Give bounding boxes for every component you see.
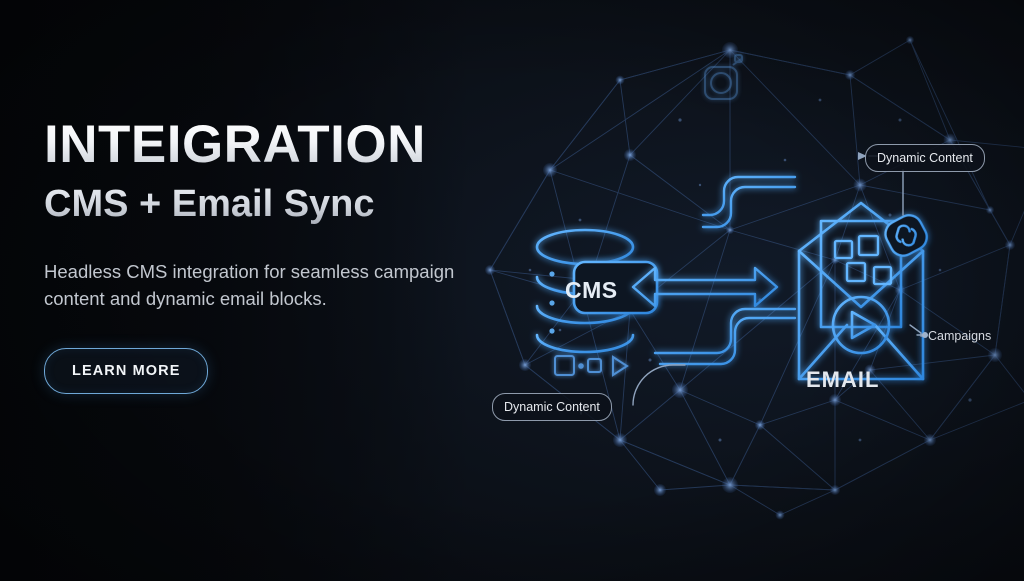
label-dynamic-content-top: Dynamic Content	[865, 144, 985, 172]
label-cms: CMS	[565, 277, 618, 303]
email-envelope-icon	[797, 201, 925, 381]
link-badge-icon	[884, 214, 928, 257]
sync-flow-arrows	[631, 175, 797, 366]
video-play-icon	[831, 295, 891, 355]
content-block-icons	[554, 355, 629, 377]
learn-more-button[interactable]: LEARN MORE	[44, 347, 209, 394]
label-dynamic-content-bottom: Dynamic Content	[492, 393, 612, 421]
description-text: Headless CMS integration for seamless ca…	[44, 260, 455, 309]
email-content-blocks	[833, 234, 893, 286]
cms-disk-dots	[549, 271, 555, 334]
pill-arrowhead	[858, 152, 867, 160]
label-campaigns: Campaigns	[928, 329, 992, 343]
cms-label-plate	[572, 260, 659, 315]
connector-dots	[922, 332, 928, 338]
media-icon	[704, 54, 743, 100]
text-column: INTEIGRATION CMS + Email Sync Headless C…	[44, 118, 474, 394]
page-title: INTEIGRATION	[44, 118, 474, 171]
page-subtitle: CMS + Email Sync	[44, 184, 474, 225]
integration-illustration	[455, 35, 1024, 455]
label-email: EMAIL	[806, 367, 880, 392]
